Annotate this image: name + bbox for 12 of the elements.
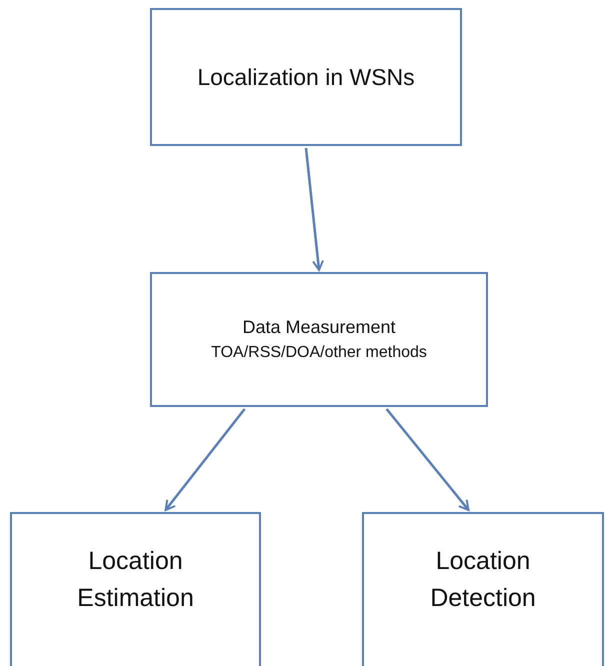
arrow [304,148,324,271]
process-box [362,512,604,666]
box-label: TOA/RSS/DOA/other methods [211,343,427,363]
process-box [10,512,261,666]
arrow [386,408,470,511]
box-label: Data Measurement [242,316,396,339]
box-label: Location Detection [429,546,537,614]
process-box [150,8,462,146]
box-label: Location Estimation [76,546,195,614]
arrow [164,408,246,511]
box-label: Localization in WSNs [197,62,415,92]
process-box [150,272,488,407]
